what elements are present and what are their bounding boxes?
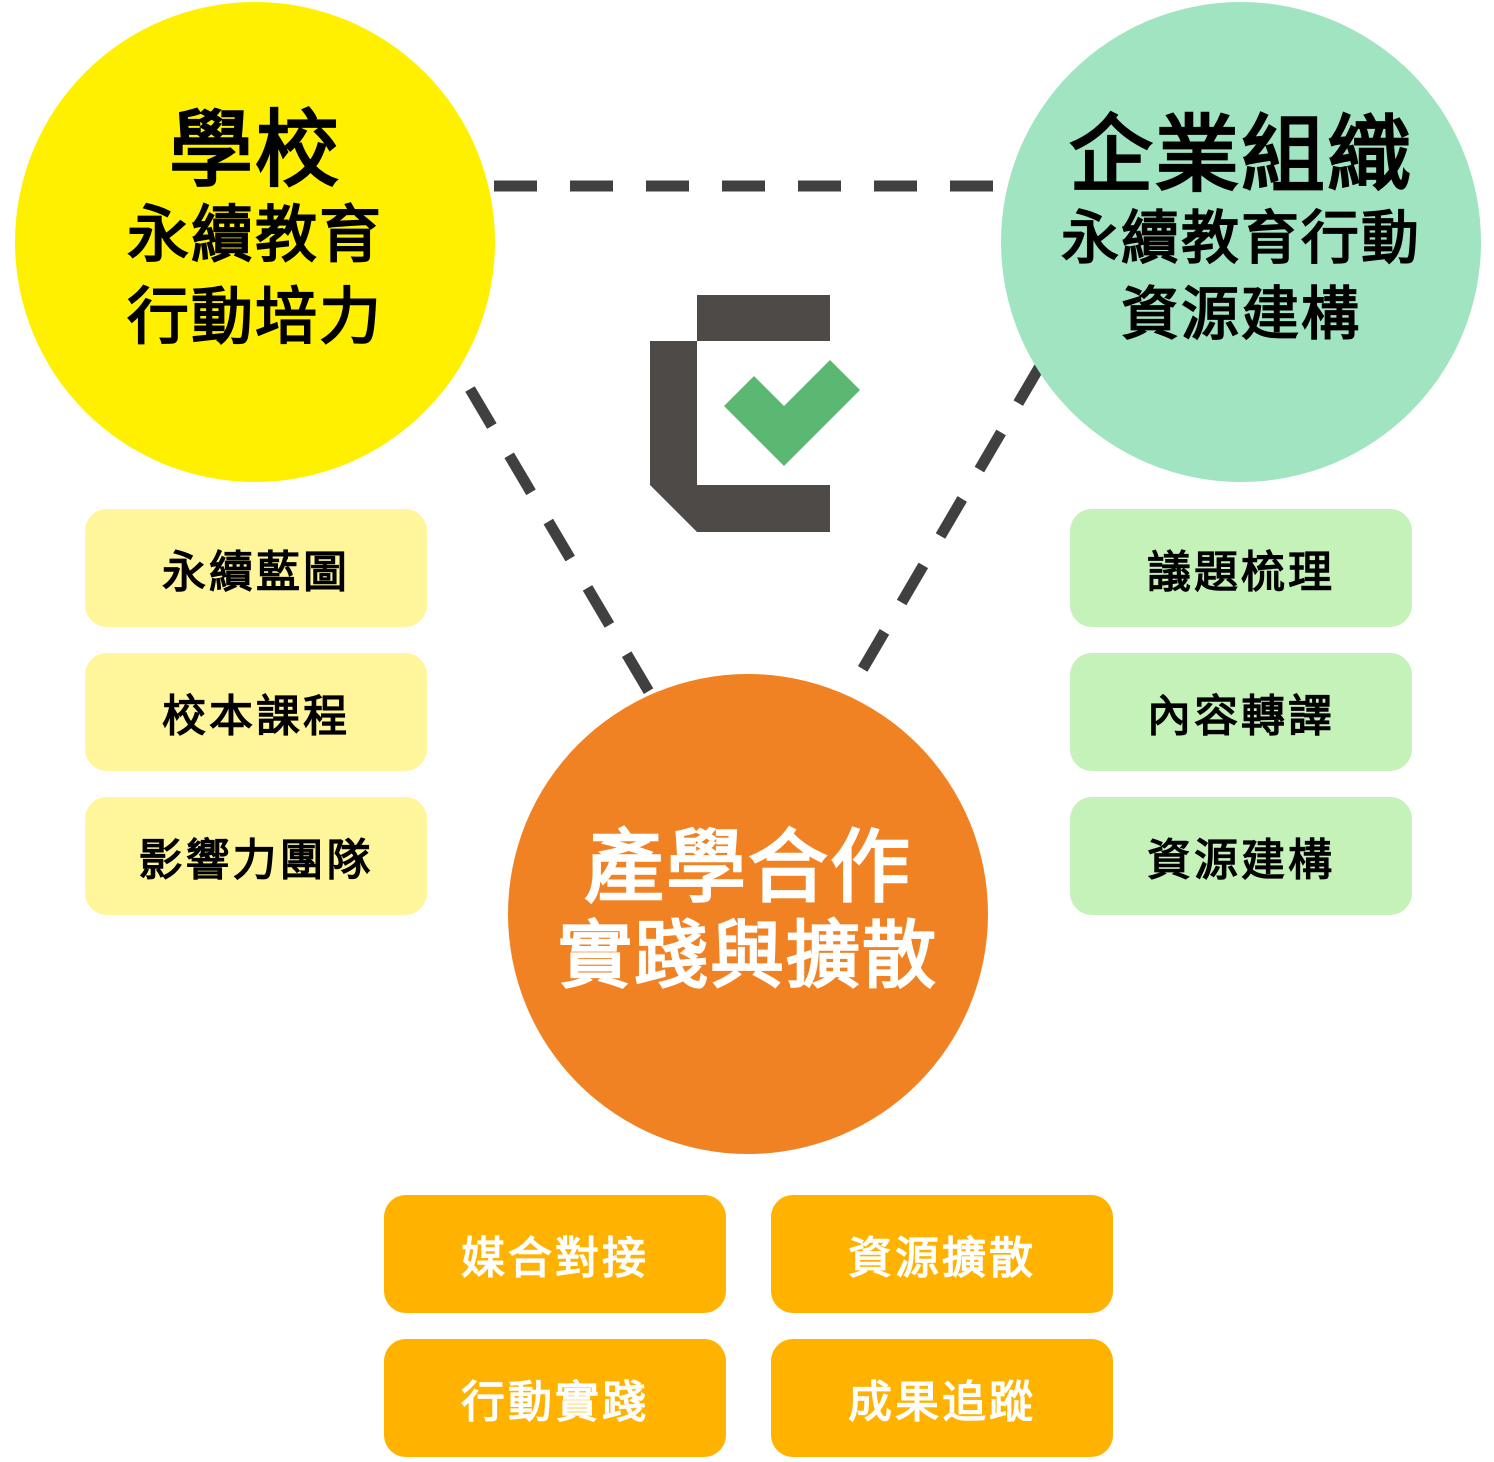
enterprise-title: 企業組織 [1068, 106, 1413, 205]
school-circle: 學校 永續教育 行動培力 [15, 2, 495, 482]
enterprise-circle: 企業組織 永續教育行動 資源建構 [1001, 2, 1481, 482]
school-subtitle-line-1: 永續教育 [126, 198, 383, 272]
logo-check [724, 360, 860, 466]
enterprise-item-box: 議題梳理 [1070, 509, 1412, 627]
school-subtitle-line-2: 行動培力 [126, 280, 383, 354]
logo-bracket [650, 295, 830, 532]
connector-enterprise-cooperation [853, 363, 1045, 680]
cooperation-item-box: 成果追蹤 [771, 1339, 1113, 1457]
checkmark-logo-icon [650, 295, 860, 532]
enterprise-item-box: 內容轉譯 [1070, 653, 1412, 771]
cooperation-item-box: 媒合對接 [384, 1195, 726, 1313]
enterprise-item-box: 資源建構 [1070, 797, 1412, 915]
enterprise-subtitle-line-1: 永續教育行動 [1060, 203, 1421, 272]
cooperation-subtitle-line-1: 實踐與擴散 [558, 912, 938, 999]
cooperation-title: 產學合作 [584, 820, 912, 914]
school-item-box: 校本課程 [85, 653, 427, 771]
school-item-box: 永續藍圖 [85, 509, 427, 627]
school-title: 學校 [168, 101, 341, 200]
cooperation-circle: 產學合作 實踐與擴散 [508, 674, 988, 1154]
connector-school-cooperation [465, 386, 657, 700]
school-item-box: 影響力團隊 [85, 797, 427, 915]
cooperation-item-box: 資源擴散 [771, 1195, 1113, 1313]
cooperation-item-box: 行動實踐 [384, 1339, 726, 1457]
enterprise-subtitle-line-2: 資源建構 [1120, 280, 1361, 349]
